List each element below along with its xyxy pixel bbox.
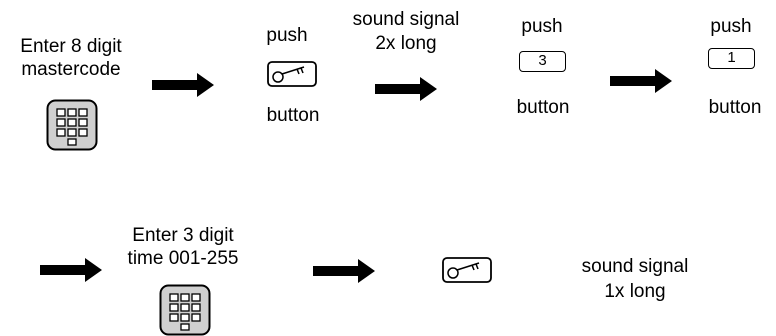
step-push-3-label: push xyxy=(521,16,563,37)
step-enter-mastercode-line2: mastercode xyxy=(21,59,121,80)
sound-signal-count: 1x long xyxy=(604,281,666,302)
step-enter-mastercode-line1: Enter 8 digit xyxy=(20,36,122,57)
sound-signal-count: 2x long xyxy=(375,33,437,54)
key-icon xyxy=(442,257,492,283)
keypad-icon xyxy=(159,284,211,336)
step-push-key-label: push xyxy=(266,25,308,46)
step-push-3-button-label: button xyxy=(516,97,570,118)
key-icon xyxy=(267,61,317,87)
arrow-right-icon xyxy=(313,259,375,283)
sound-signal-label: sound signal xyxy=(352,9,460,30)
arrow-right-icon xyxy=(152,73,214,97)
step-enter-time-line2: time 001-255 xyxy=(127,248,239,269)
arrow-right-icon xyxy=(375,77,437,101)
step-push-1-button-label: button xyxy=(708,97,762,118)
arrow-right-icon xyxy=(610,69,672,93)
keypad-icon xyxy=(46,99,98,151)
key-3: 3 xyxy=(519,51,566,72)
sound-signal-label: sound signal xyxy=(581,256,689,277)
step-enter-time-line1: Enter 3 digit xyxy=(132,225,234,246)
step-push-key-button-label: button xyxy=(266,105,320,126)
step-push-1-label: push xyxy=(710,16,752,37)
key-1: 1 xyxy=(708,48,755,69)
arrow-right-icon xyxy=(40,258,102,282)
